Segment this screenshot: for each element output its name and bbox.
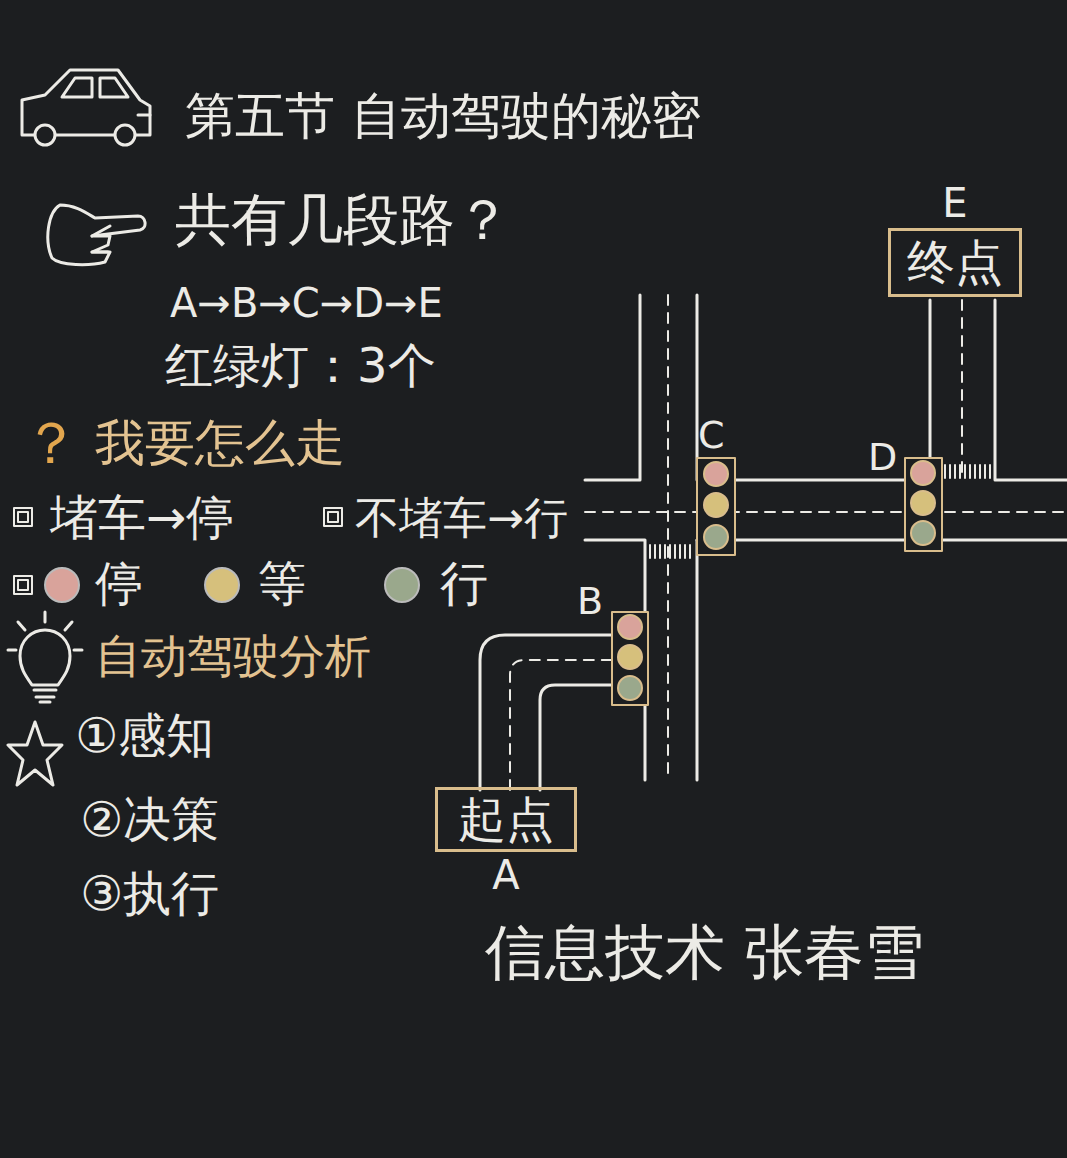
traffic-light-count: 红绿灯：3个 <box>165 338 436 393</box>
legend-text: 行 <box>440 556 488 611</box>
crosswalk-stroke <box>949 465 951 478</box>
point-label: B <box>577 580 603 624</box>
route-sequence: A→B→C→D→E <box>170 280 443 326</box>
light-swatch <box>204 567 240 603</box>
light-bulb-icon <box>8 612 82 702</box>
section-heading: 自动驾驶分析 <box>95 630 371 683</box>
box-text: 起点 <box>458 793 554 846</box>
crosswalk-stroke <box>954 465 956 478</box>
crosswalk-stroke <box>689 545 691 558</box>
light-swatch <box>44 567 80 603</box>
light-swatch <box>384 567 420 603</box>
crosswalk-stroke <box>684 545 686 558</box>
crosswalk-stroke <box>664 545 666 558</box>
crosswalk-stroke <box>984 465 986 478</box>
crosswalk-stroke <box>974 465 976 478</box>
legend-text: 等 <box>258 556 306 611</box>
section-heading: 我要怎么走 <box>95 415 345 473</box>
endpoint-box: 起点A <box>435 787 577 852</box>
endpoint-box: E终点 <box>888 228 1022 297</box>
step-text: ①感知 <box>75 708 214 763</box>
traffic-light <box>612 458 942 705</box>
crosswalk-stroke <box>654 545 656 558</box>
crosswalk-stroke <box>679 545 681 558</box>
road-map <box>480 295 1067 790</box>
lesson-title: 第五节 自动驾驶的秘密 <box>185 88 701 146</box>
point-label: C <box>698 414 725 458</box>
car-icon <box>22 70 150 145</box>
question-mark: ？ <box>22 410 80 477</box>
star-icon <box>8 722 62 785</box>
point-label: E <box>942 181 967 225</box>
pointing-hand-icon <box>48 205 145 265</box>
crosswalk-stroke <box>959 465 961 478</box>
crosswalk-stroke <box>659 545 661 558</box>
crosswalk-stroke <box>979 465 981 478</box>
crosswalk-stroke <box>669 545 671 558</box>
legend-text: 停 <box>95 556 143 611</box>
point-label: A <box>492 853 519 897</box>
point-label: D <box>868 436 897 480</box>
author-footer: 信息技术 张春雪 <box>485 918 924 987</box>
step-text: ②决策 <box>80 792 219 847</box>
crosswalk-stroke <box>674 545 676 558</box>
crosswalk-stroke <box>989 465 991 478</box>
rule-text: 堵车→停 <box>50 490 234 545</box>
step-text: ③执行 <box>80 866 219 921</box>
crosswalk-stroke <box>964 465 966 478</box>
rule-text: 不堵车→行 <box>355 493 568 544</box>
crosswalk-stroke <box>969 465 971 478</box>
crosswalk-stroke <box>944 465 946 478</box>
crosswalk-stroke <box>649 545 651 558</box>
box-text: 终点 <box>907 236 1003 289</box>
question-heading: 共有几段路？ <box>175 188 511 252</box>
